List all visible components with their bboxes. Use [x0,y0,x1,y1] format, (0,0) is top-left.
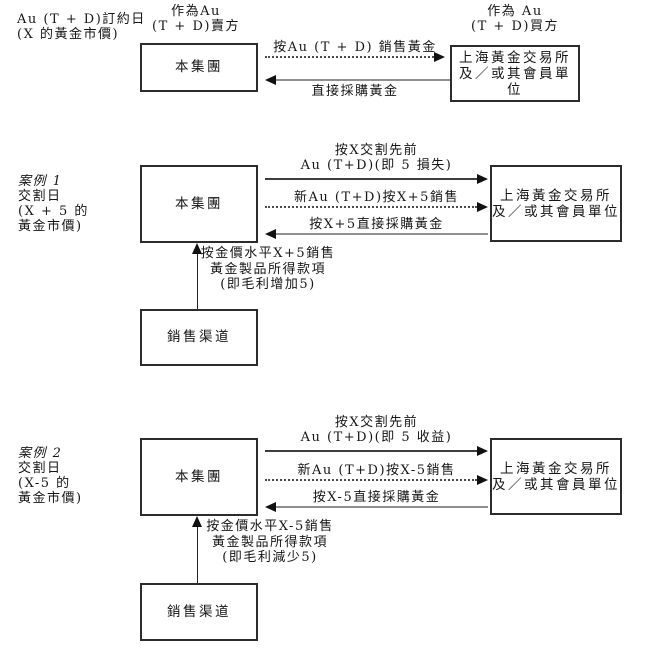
arrow-right-icon [477,202,488,212]
case1-prior-arrow-line [265,178,477,180]
arrow-sell-gold-line [265,56,437,58]
arrow-left-icon [265,75,276,85]
arrow-up-icon [192,516,202,527]
case1-proceeds-line [197,253,198,309]
seller-header-line: 作為Au [171,4,221,19]
arrow-right-icon [477,174,488,184]
buyer-role-header: 作為 Au (T + D)買方 [455,4,575,34]
contract-day-side-label: Au (T + D)訂約日 (X 的黃金市價) [17,12,146,42]
label-line: (即毛利增加5) [220,277,316,292]
arrow-procure-line [276,79,450,81]
case2-new-sell-line [265,479,477,481]
side-label-line: (X + 5 的 [18,204,89,219]
arrow-sell-gold-label: 按Au (T + D) 銷售黃金 [273,40,437,55]
seller-header-line: (T + D)賣方 [152,19,240,34]
case1-new-sell-label: 新Au (T+D)按X+5銷售 [294,190,459,205]
arrow-right-icon [434,52,445,62]
case2-procure-line [276,506,488,508]
side-label-line: (X-5 的 [18,476,71,491]
case1-procure-line [276,233,488,235]
side-label-line: 交割日 [18,461,62,476]
arrow-right-icon [477,446,488,456]
sales-channel-box-case1: 銷售渠道 [140,309,258,366]
sales-box-label: 銷售渠道 [167,603,231,620]
group-box-top: 本集團 [140,43,258,92]
case2-prior-arrow-label: 按X交割先前 Au (T+D)(即 5 收益) [265,415,488,445]
case2-proceeds-line [197,526,198,583]
sge-box-line: 及／或其會員單位 [492,203,620,220]
label-line: 黃金製品所得款項 [211,534,328,550]
case2-proceeds-label: 按金價水平X-5銷售 黃金製品所得款項 (即毛利減少5) [200,519,340,566]
label-line: 按X交割先前 [334,415,419,430]
label-line: 按X交割先前 [334,143,419,158]
group-box-case1: 本集團 [140,165,258,243]
label-line: 按金價水平X-5銷售 [206,519,334,534]
case1-side-label: 案例 1 交割日 (X + 5 的 黃金市價) [18,174,89,234]
sge-box-line: 上海黃金交易所 [500,460,612,477]
sge-box-line: 上海黃金交易所 [459,49,571,66]
label-line: 按金價水平X+5銷售 [200,246,336,261]
label-line: Au (T+D)(即 5 損失) [300,158,453,173]
side-label-line: 黃金市價) [18,491,83,506]
label-line: (即毛利減少5) [222,550,318,565]
sge-box-line: 及／或其會員單位 [459,65,571,98]
seller-role-header: 作為Au (T + D)賣方 [136,4,256,34]
buyer-header-line: 作為 Au [487,4,543,19]
side-label-line: 黃金市價) [18,219,83,234]
side-label-line: (X 的黃金市價) [17,27,120,42]
side-label-line: 交割日 [18,189,62,204]
group-box-case2: 本集團 [140,438,258,516]
sge-box-case2: 上海黃金交易所 及／或其會員單位 [490,438,622,515]
case2-new-sell-label: 新Au (T+D)按X-5銷售 [297,463,456,478]
case2-prior-arrow-line [265,450,477,452]
case1-new-sell-line [265,206,477,208]
case2-procure-label: 按X-5直接採購黃金 [312,490,441,505]
label-line: Au (T+D)(即 5 收益) [300,430,453,445]
arrow-left-icon [265,229,276,239]
group-box-label: 本集團 [175,59,223,75]
case1-proceeds-label: 按金價水平X+5銷售 黃金製品所得款項 (即毛利增加5) [200,246,336,293]
arrow-right-icon [477,475,488,485]
side-label-line: Au (T + D)訂約日 [17,12,146,27]
arrow-procure-label: 直接採購黃金 [311,84,399,99]
sge-box-case1: 上海黃金交易所 及／或其會員單位 [490,165,622,242]
case1-prior-arrow-label: 按X交割先前 Au (T+D)(即 5 損失) [265,143,488,173]
buyer-header-line: (T + D)買方 [471,19,559,34]
group-box-label: 本集團 [175,195,223,212]
case2-side-label: 案例 2 交割日 (X-5 的 黃金市價) [18,446,83,506]
sales-box-label: 銷售渠道 [167,329,231,345]
case2-title: 案例 2 [18,446,63,461]
arrow-left-icon [265,502,276,512]
label-line: 黃金製品所得款項 [209,261,326,277]
group-box-label: 本集團 [175,468,223,485]
sge-box-top: 上海黃金交易所 及／或其會員單位 [450,45,580,102]
case1-procure-label: 按X+5直接採購黃金 [309,217,444,232]
sge-box-line: 及／或其會員單位 [492,476,620,493]
sales-channel-box-case2: 銷售渠道 [140,583,258,641]
sge-box-line: 上海黃金交易所 [500,187,612,204]
case1-title: 案例 1 [18,174,63,189]
arrow-up-icon [192,243,202,254]
